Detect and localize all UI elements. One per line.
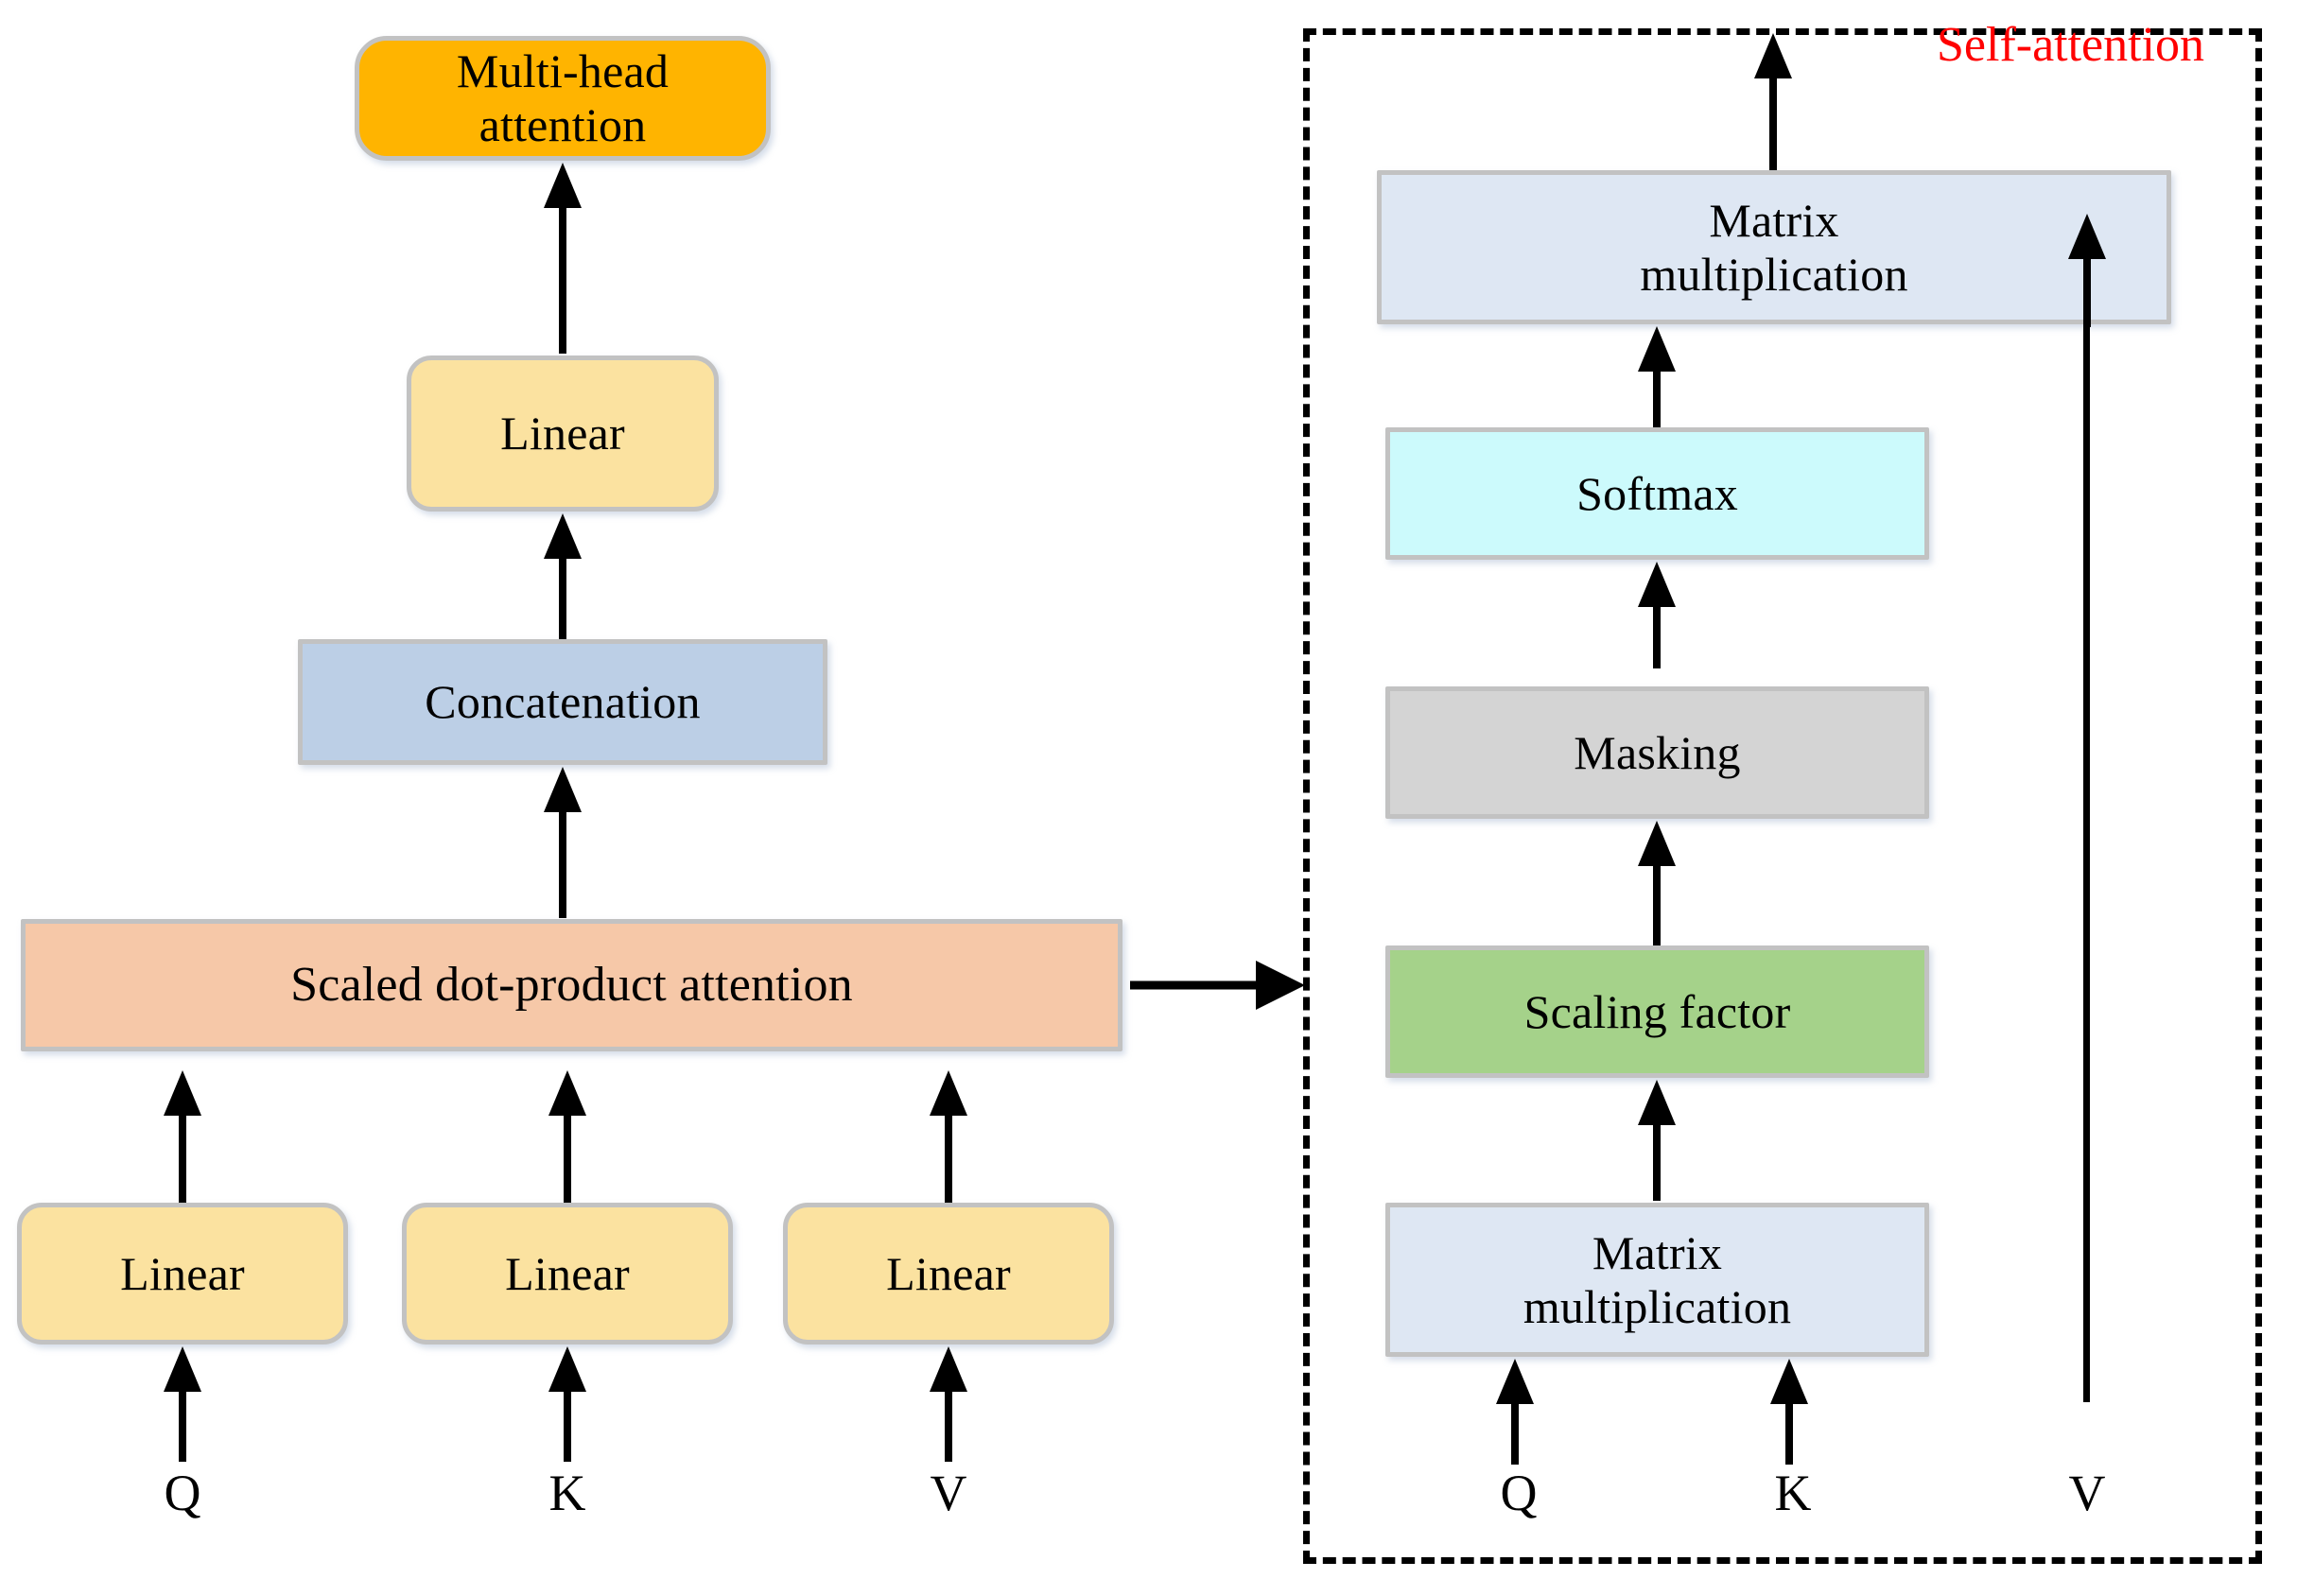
arrowhead-up [930, 1346, 967, 1392]
node-linear-v[interactable]: Linear [783, 1203, 1114, 1344]
arrow-shaft [1769, 75, 1777, 170]
input-label-q-left: Q [135, 1464, 230, 1522]
arrowhead-up [164, 1346, 201, 1392]
arrowhead-up [1638, 326, 1676, 372]
arrowhead-up [2068, 214, 2106, 259]
arrow-scaleddot-to-selfattention [1130, 961, 1305, 1010]
node-matrix-multiplication-top[interactable]: Matrix multiplication [1377, 170, 2171, 324]
arrow-shaft [1130, 980, 1262, 990]
input-label-k-right: K [1746, 1464, 1840, 1522]
arrow-shaft [179, 1388, 186, 1462]
arrowhead-up [544, 513, 582, 559]
arrowhead-right [1256, 961, 1305, 1010]
arrow-shaft [179, 1112, 186, 1205]
arrow-shaft [1785, 1400, 1793, 1465]
arrow-shaft [559, 555, 566, 640]
node-scaling-factor[interactable]: Scaling factor [1385, 945, 1929, 1078]
node-linear-q-label: Linear [120, 1246, 245, 1300]
multi-head-attention-line2: attention [479, 98, 647, 151]
node-linear-output-label: Linear [500, 407, 625, 460]
input-label-v-left-text: V [930, 1465, 967, 1521]
node-scaled-dot-product-attention-label: Scaled dot-product attention [290, 958, 853, 1013]
arrowhead-up [544, 163, 582, 208]
arrowhead-up [548, 1346, 586, 1392]
node-scaled-dot-product-attention[interactable]: Scaled dot-product attention [21, 919, 1122, 1051]
arrow-shaft [1653, 603, 1661, 668]
node-masking-label: Masking [1574, 725, 1741, 779]
arrow-shaft [1511, 1400, 1519, 1465]
node-scaling-factor-label: Scaling factor [1523, 984, 1791, 1038]
arrow-shaft [945, 1112, 952, 1205]
input-label-v-left: V [901, 1464, 996, 1522]
arrow-shaft [1653, 862, 1661, 945]
arrowhead-up [1638, 821, 1676, 866]
node-masking[interactable]: Masking [1385, 686, 1929, 819]
node-concatenation[interactable]: Concatenation [298, 639, 827, 765]
node-linear-q[interactable]: Linear [17, 1203, 348, 1344]
arrowhead-up [1496, 1359, 1534, 1404]
arrowhead-up [930, 1070, 967, 1116]
line-v-to-matmul-top [2083, 324, 2090, 1402]
self-attention-region-title: Self-attention [1937, 17, 2204, 73]
matrix-multiplication-bottom-line2: multiplication [1523, 1279, 1792, 1333]
arrow-shaft [2083, 255, 2091, 327]
input-label-k-left: K [520, 1464, 615, 1522]
node-multi-head-attention[interactable]: Multi-head attention [355, 36, 771, 161]
input-label-q-right-text: Q [1500, 1465, 1538, 1521]
arrowhead-up [548, 1070, 586, 1116]
arrow-shaft [945, 1388, 952, 1462]
matrix-multiplication-top-line2: multiplication [1640, 247, 1908, 301]
node-matrix-multiplication-bottom-label: Matrix multiplication [1516, 1226, 1799, 1334]
input-label-q-right: Q [1471, 1464, 1566, 1522]
input-label-v-right: V [2040, 1464, 2134, 1522]
self-attention-region [1303, 28, 2262, 1564]
node-concatenation-label: Concatenation [425, 675, 701, 728]
arrow-shaft [559, 808, 566, 918]
input-label-q-left-text: Q [164, 1465, 201, 1521]
self-attention-region-title-text: Self-attention [1937, 18, 2205, 72]
arrowhead-up [1770, 1359, 1808, 1404]
input-label-k-right-text: K [1774, 1465, 1812, 1521]
arrow-shaft [559, 204, 566, 354]
input-label-k-left-text: K [548, 1465, 586, 1521]
arrowhead-up [1638, 562, 1676, 607]
multi-head-attention-line1: Multi-head [456, 44, 670, 97]
arrowhead-up [544, 767, 582, 812]
node-matrix-multiplication-top-label: Matrix multiplication [1632, 194, 1915, 302]
node-linear-k-label: Linear [505, 1246, 630, 1300]
arrow-shaft [564, 1112, 571, 1205]
arrowhead-up [1754, 33, 1792, 78]
arrowhead-up [1638, 1080, 1676, 1125]
node-linear-v-label: Linear [886, 1246, 1011, 1300]
arrow-shaft [1653, 1121, 1661, 1201]
matrix-multiplication-top-line1: Matrix [1709, 193, 1839, 247]
matrix-multiplication-bottom-line1: Matrix [1592, 1225, 1723, 1279]
node-matrix-multiplication-bottom[interactable]: Matrix multiplication [1385, 1203, 1929, 1357]
node-softmax[interactable]: Softmax [1385, 427, 1929, 560]
arrowhead-up [164, 1070, 201, 1116]
arrow-shaft [564, 1388, 571, 1462]
arrow-shaft [1653, 368, 1661, 433]
node-linear-k[interactable]: Linear [402, 1203, 733, 1344]
input-label-v-right-text: V [2068, 1465, 2106, 1521]
node-multi-head-attention-label: Multi-head attention [449, 44, 676, 152]
node-softmax-label: Softmax [1576, 466, 1738, 520]
node-linear-output[interactable]: Linear [407, 356, 719, 512]
